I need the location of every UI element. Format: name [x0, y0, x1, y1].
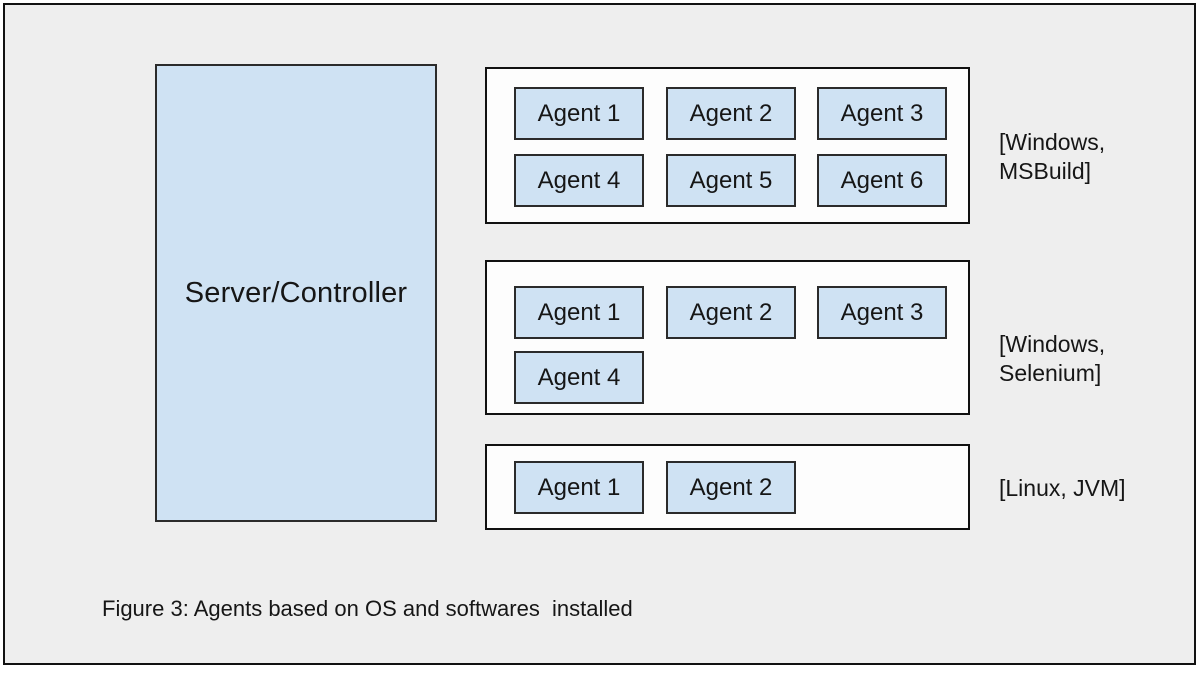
- agent-box: Agent 1: [514, 461, 644, 514]
- group-tag-linux-jvm: [Linux, JVM]: [999, 474, 1194, 503]
- agent-box: Agent 4: [514, 351, 644, 404]
- figure-caption: Figure 3: Agents based on OS and softwar…: [102, 596, 633, 621]
- group-tag-line: Selenium]: [999, 360, 1102, 386]
- agent-box: Agent 6: [817, 154, 947, 207]
- agent-group-linux-jvm: Agent 1 Agent 2: [485, 444, 970, 530]
- agent-box: Agent 2: [666, 286, 796, 339]
- agent-group-windows-selenium: Agent 1 Agent 2 Agent 3 Agent 4: [485, 260, 970, 415]
- group-tag-windows-msbuild: [Windows, MSBuild]: [999, 128, 1194, 186]
- group-tag-windows-selenium: [Windows, Selenium]: [999, 330, 1194, 388]
- server-controller-label: Server/Controller: [184, 276, 408, 309]
- group-tag-line: MSBuild]: [999, 158, 1092, 184]
- agent-box: Agent 1: [514, 87, 644, 140]
- server-controller-box: Server/Controller: [155, 64, 437, 522]
- agent-box: Agent 2: [666, 461, 796, 514]
- agent-box: Agent 4: [514, 154, 644, 207]
- agent-box: Agent 5: [666, 154, 796, 207]
- group-tag-line: [Windows,: [999, 129, 1106, 155]
- diagram-frame: Server/Controller Agent 1 Agent 2 Agent …: [3, 3, 1196, 665]
- agent-group-windows-msbuild: Agent 1 Agent 2 Agent 3 Agent 4 Agent 5 …: [485, 67, 970, 224]
- agent-box: Agent 3: [817, 87, 947, 140]
- group-tag-line: [Windows,: [999, 331, 1106, 357]
- group-tag-line: [Linux, JVM]: [999, 475, 1126, 501]
- agent-box: Agent 3: [817, 286, 947, 339]
- agent-box: Agent 2: [666, 87, 796, 140]
- agent-box: Agent 1: [514, 286, 644, 339]
